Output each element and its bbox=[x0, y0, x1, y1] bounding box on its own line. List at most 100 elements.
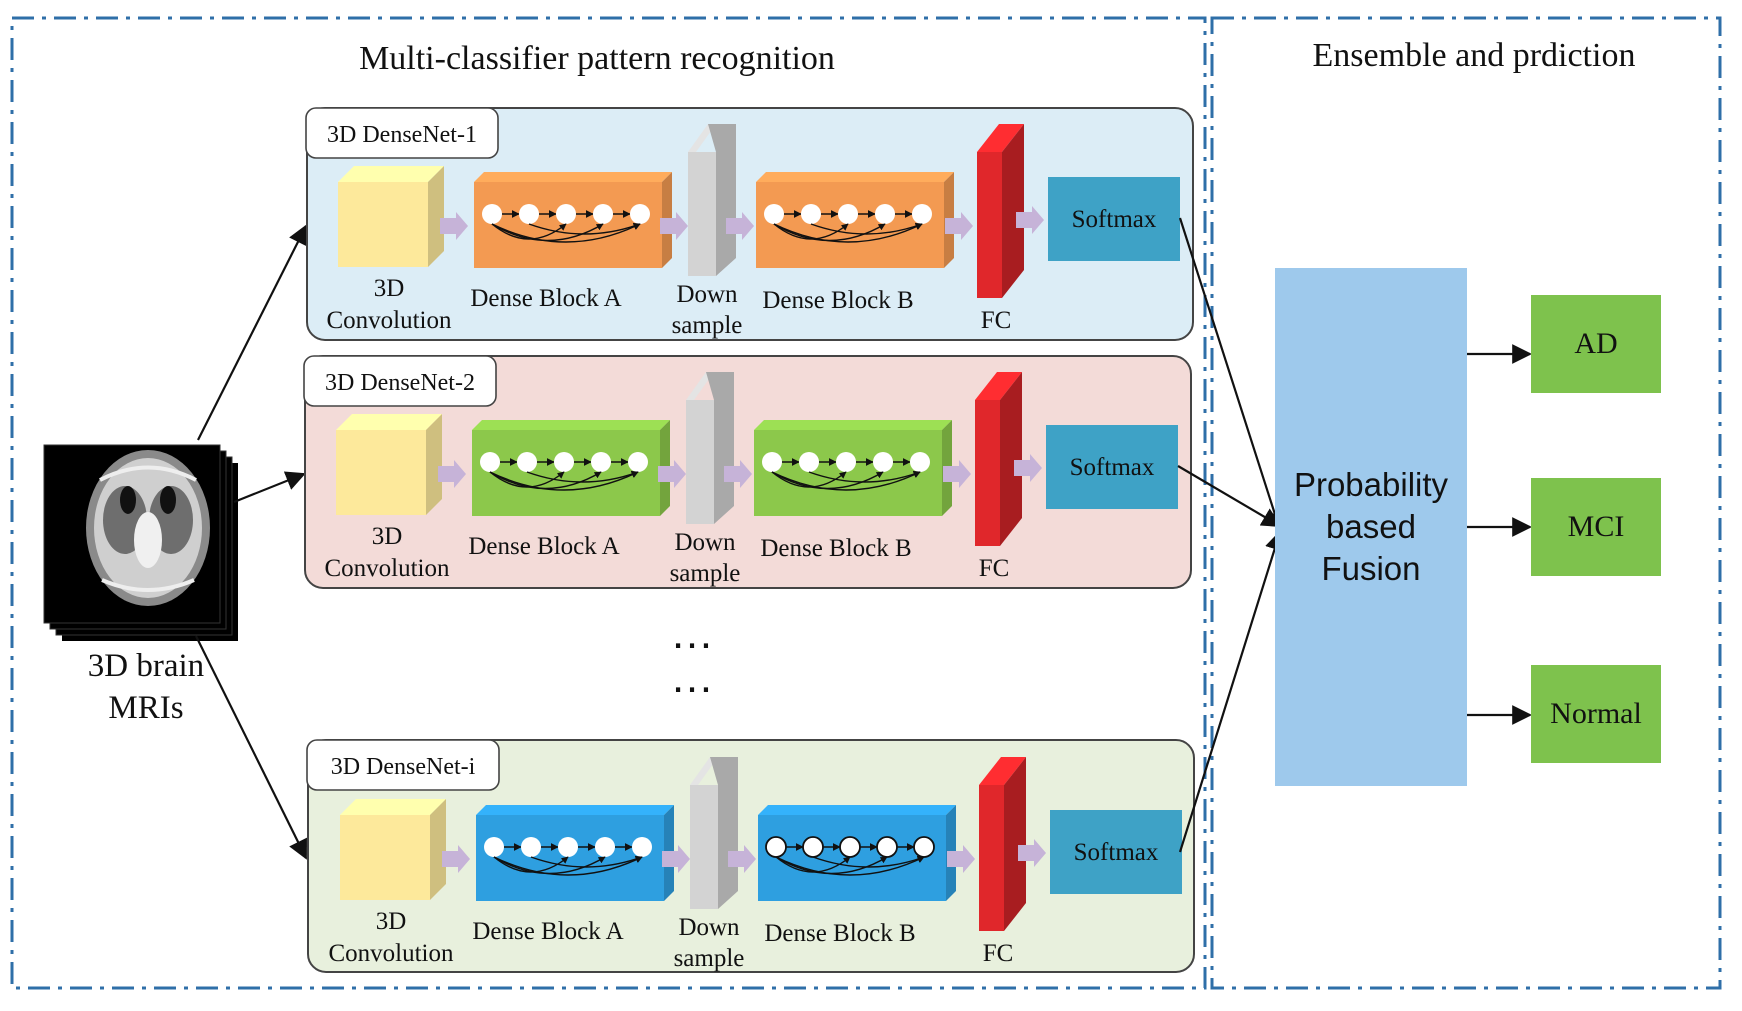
dense-layer-node bbox=[873, 452, 893, 472]
flow-connector-arrow bbox=[1018, 839, 1046, 867]
conv-label-line1: 3D bbox=[376, 908, 407, 935]
dense-layer-node bbox=[764, 204, 784, 224]
softmax1-to-fusion-arrow bbox=[1178, 217, 1284, 532]
dense-block-a-label: Dense Block A bbox=[472, 918, 623, 945]
conv-label-line2: Convolution bbox=[326, 307, 452, 334]
conv-label-line1: 3D bbox=[374, 275, 405, 302]
dense-layer-node bbox=[593, 204, 613, 224]
ellipsis-1: … bbox=[670, 609, 714, 658]
dense-layer-node bbox=[762, 452, 782, 472]
dense-layer-node bbox=[558, 837, 578, 857]
output-ad-box bbox=[1531, 295, 1661, 393]
dense-layer-node bbox=[519, 204, 539, 224]
mri-to-neti-arrow bbox=[195, 635, 307, 860]
output-mci-box bbox=[1531, 478, 1661, 576]
dense-layer-node bbox=[913, 836, 935, 858]
conv3d-cube bbox=[340, 799, 446, 900]
softmax-box bbox=[1048, 177, 1180, 261]
dense-layer-node bbox=[521, 837, 541, 857]
softmaxi-to-fusion-arrow bbox=[1178, 530, 1285, 853]
output-mci-label: MCI bbox=[1568, 510, 1625, 543]
conv3d-cube bbox=[336, 414, 442, 515]
downsample-label-line1: Down bbox=[676, 281, 738, 308]
flow-connector-arrow bbox=[726, 212, 754, 240]
flow-connector-arrow bbox=[724, 460, 752, 488]
flow-connector-arrow bbox=[440, 212, 468, 240]
flow-connector-arrow bbox=[1016, 206, 1044, 234]
dense-layer-node bbox=[591, 452, 611, 472]
dense-layer-node bbox=[765, 836, 787, 858]
left-section-frame bbox=[10, 16, 1207, 990]
dense-layer-node bbox=[630, 204, 650, 224]
dense-connection-arc bbox=[775, 856, 925, 876]
dense-layer-node bbox=[836, 452, 856, 472]
fusion-label-line1: Probability bbox=[1294, 466, 1449, 503]
conv-label-line1: 3D bbox=[372, 523, 403, 550]
panel-title-box bbox=[306, 739, 500, 791]
downsample-slab bbox=[686, 372, 734, 524]
panel-title: 3D DenseNet-2 bbox=[325, 370, 475, 396]
fusion-label-line2: based bbox=[1326, 508, 1416, 545]
dense-connection-arc bbox=[491, 223, 641, 243]
dense-layer-node bbox=[838, 204, 858, 224]
dense-block-a-label: Dense Block A bbox=[470, 285, 621, 312]
dense-layer-node bbox=[480, 452, 500, 472]
dense-connection-arc bbox=[808, 470, 921, 483]
ellipsis-2: … bbox=[670, 653, 714, 702]
probability-fusion-box bbox=[1275, 268, 1467, 786]
section-title-left: Multi-classifier pattern recognition bbox=[359, 40, 835, 77]
dense-block-b bbox=[754, 420, 952, 516]
dense-layer-node bbox=[876, 836, 898, 858]
fc-layer-slab bbox=[975, 372, 1022, 546]
downsample-label-line2: sample bbox=[670, 560, 741, 587]
downsample-label-line1: Down bbox=[678, 914, 740, 941]
fc-label: FC bbox=[983, 940, 1014, 967]
dense-connection-arc bbox=[493, 856, 643, 876]
dense-connection-arc bbox=[771, 471, 921, 491]
brain-mri-stack-icon bbox=[43, 444, 238, 641]
input-label-line2: MRIs bbox=[108, 690, 183, 726]
output-normal-box bbox=[1531, 665, 1661, 763]
flow-connector-arrow bbox=[442, 845, 470, 873]
dense-layer-node bbox=[799, 452, 819, 472]
output-ad-label: AD bbox=[1574, 327, 1617, 360]
dense-block-a bbox=[474, 172, 672, 268]
flow-connector-arrow bbox=[1014, 454, 1042, 482]
conv-label-line2: Convolution bbox=[324, 555, 450, 582]
dense-layer-node bbox=[556, 204, 576, 224]
dense-layer-node bbox=[801, 204, 821, 224]
flow-connector-arrow bbox=[662, 845, 690, 873]
panel-title: 3D DenseNet-1 bbox=[327, 122, 477, 148]
conv3d-cube bbox=[338, 166, 444, 267]
fc-layer-slab bbox=[979, 757, 1026, 931]
flow-connector-arrow bbox=[438, 460, 466, 488]
dense-connection-arc bbox=[530, 855, 643, 868]
dense-block-a-label: Dense Block A bbox=[468, 533, 619, 560]
dense-connection-arc bbox=[810, 222, 923, 235]
panel-title-box bbox=[303, 355, 497, 407]
flow-connector-arrow bbox=[945, 212, 973, 240]
flow-connector-arrow bbox=[658, 460, 686, 488]
downsample-slab bbox=[688, 124, 736, 276]
dense-connection-arc bbox=[526, 470, 639, 483]
softmax-box bbox=[1046, 425, 1178, 509]
right-section-frame bbox=[1210, 16, 1722, 990]
dense-block-a bbox=[472, 420, 670, 516]
mri-to-net2-arrow bbox=[233, 471, 306, 504]
dense-connection-arc bbox=[489, 471, 639, 491]
downsample-label-line1: Down bbox=[674, 529, 736, 556]
output-normal-label: Normal bbox=[1550, 697, 1642, 730]
dense-layer-node bbox=[517, 452, 537, 472]
panel-title-box bbox=[305, 107, 499, 159]
flow-connector-arrow bbox=[660, 212, 688, 240]
dense-layer-node bbox=[910, 452, 930, 472]
softmax-label: Softmax bbox=[1074, 839, 1159, 866]
mri-to-net1-arrow bbox=[197, 224, 307, 441]
dense-block-b-label: Dense Block B bbox=[760, 535, 911, 562]
dense-layer-node bbox=[595, 837, 615, 857]
softmax2-to-fusion-arrow bbox=[1177, 465, 1282, 528]
dense-connection-arc bbox=[528, 222, 641, 235]
dense-layer-node bbox=[875, 204, 895, 224]
